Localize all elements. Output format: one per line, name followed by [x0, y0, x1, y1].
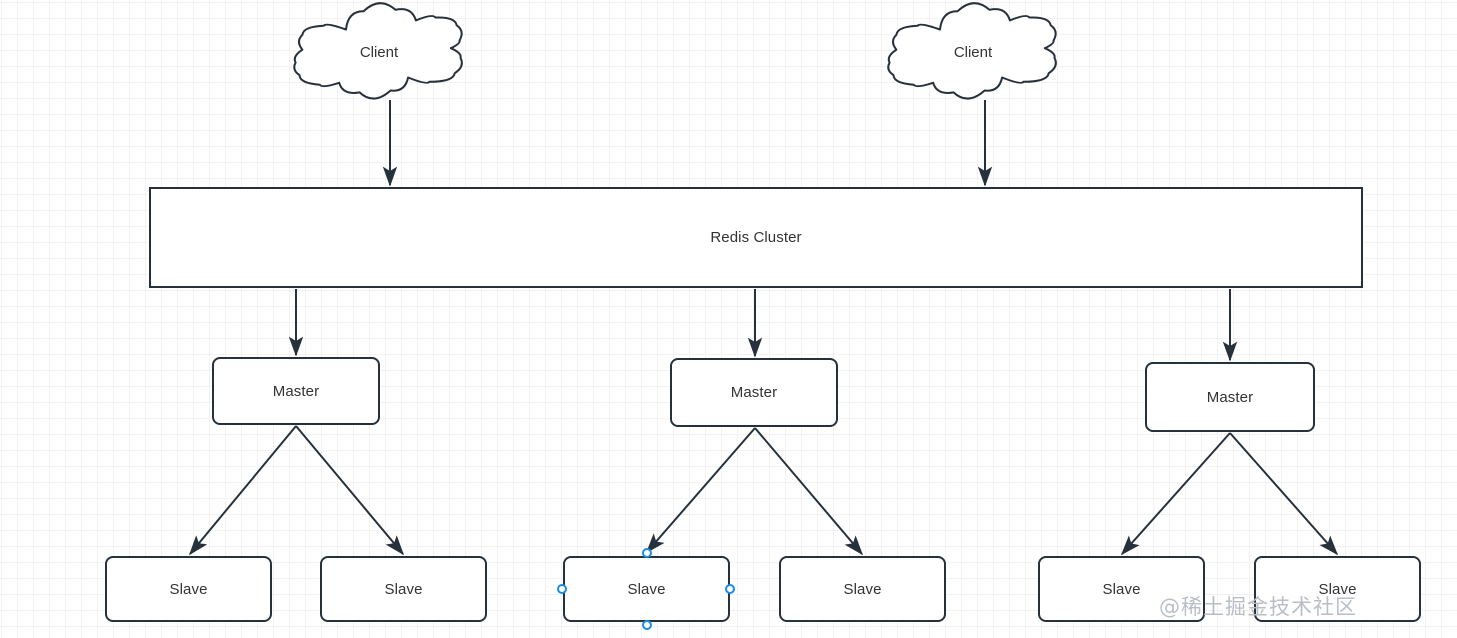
slave-node-label: Slave — [843, 580, 882, 598]
master-node-label: Master — [1206, 388, 1254, 406]
slave-node-slave-2[interactable]: Slave — [320, 556, 487, 622]
slave-node-slave-3[interactable]: Slave — [563, 556, 730, 622]
slave-node-slave-4[interactable]: Slave — [779, 556, 946, 622]
slave-node-label: Slave — [1102, 580, 1141, 598]
master-node-master-3[interactable]: Master — [1145, 362, 1315, 432]
master-node-master-1[interactable]: Master — [212, 357, 380, 425]
slave-node-slave-1[interactable]: Slave — [105, 556, 272, 622]
edge-master-1-to-slave-1[interactable] — [188, 425, 297, 556]
cloud-label-client-left: Client — [359, 44, 399, 61]
selection-handle-n[interactable] — [642, 548, 652, 558]
slave-node-label: Slave — [1318, 580, 1357, 598]
edge-master-1-to-slave-2[interactable] — [295, 425, 405, 556]
cloud-shape-client-right[interactable] — [887, 2, 1057, 100]
redis-cluster-node[interactable]: Redis Cluster — [149, 187, 1363, 288]
edge-master-3-to-slave-6[interactable] — [1229, 432, 1339, 556]
cloud-label-client-right: Client — [953, 44, 993, 61]
slave-node-label: Slave — [384, 580, 423, 598]
master-node-master-2[interactable]: Master — [670, 358, 838, 427]
selection-handle-e[interactable] — [725, 584, 735, 594]
slave-node-label: Slave — [627, 580, 666, 598]
selection-handle-s[interactable] — [642, 620, 652, 630]
edge-master-2-to-slave-3[interactable] — [645, 427, 756, 554]
cloud-shape-client-left[interactable] — [293, 2, 463, 100]
selection-handle-w[interactable] — [557, 584, 567, 594]
edge-master-2-to-slave-4[interactable] — [754, 427, 864, 556]
master-node-label: Master — [272, 382, 320, 400]
redis-cluster-label: Redis Cluster — [710, 229, 802, 246]
slave-node-slave-6[interactable]: Slave — [1254, 556, 1421, 622]
master-node-label: Master — [730, 384, 778, 401]
slave-node-label: Slave — [169, 580, 208, 598]
edge-master-3-to-slave-5[interactable] — [1120, 432, 1231, 556]
slave-node-slave-5[interactable]: Slave — [1038, 556, 1205, 622]
